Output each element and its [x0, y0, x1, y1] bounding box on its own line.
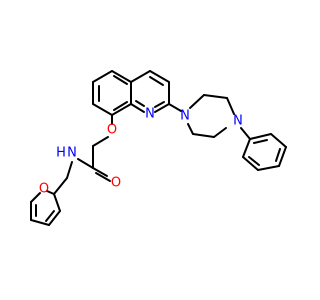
ether-oxygen-label: O	[107, 123, 117, 138]
molecule-diagram: O N N N O N H O	[30, 70, 287, 226]
piperazine-n4-label: N	[233, 114, 243, 129]
amide-hydrogen-label: H	[56, 146, 66, 161]
amide-group	[53, 158, 111, 195]
piperazine-n1-label: N	[180, 109, 190, 124]
phenyl-ring	[240, 127, 287, 171]
structure-canvas: O N N N O N H O	[30, 70, 287, 226]
amide-nitrogen-label: N	[67, 146, 77, 161]
ether-linker	[92, 114, 113, 169]
quinoline-pyridine-ring	[130, 70, 170, 113]
quinoline-benzo-ring	[92, 70, 132, 116]
quinoline-nitrogen-label: N	[145, 107, 155, 122]
furan-ring	[30, 190, 61, 226]
atom-labels: O N N N O N H O	[39, 107, 243, 197]
carbonyl-oxygen-label: O	[111, 176, 121, 191]
piperazine-ring	[168, 94, 235, 138]
furan-oxygen-label: O	[39, 182, 49, 197]
